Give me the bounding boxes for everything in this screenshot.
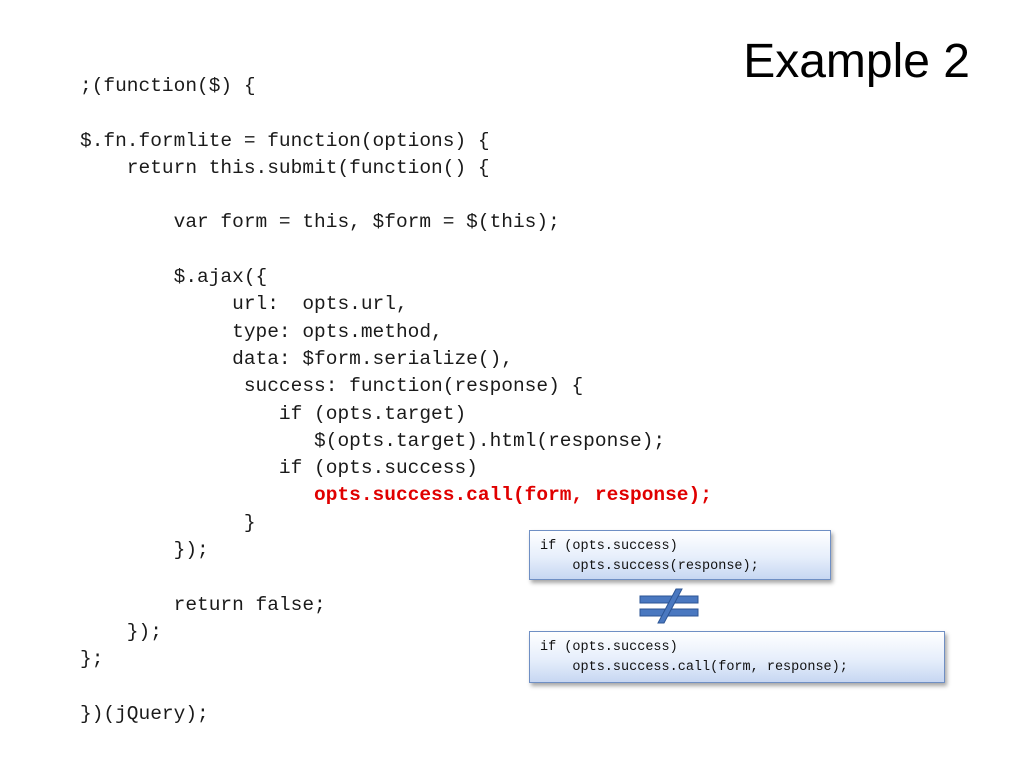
- code-line: $(opts.target).html(response);: [80, 429, 666, 452]
- code-line-highlighted: opts.success.call(form, response);: [80, 484, 712, 507]
- callout-before-line-1: if (opts.success): [540, 539, 678, 554]
- code-line: [80, 100, 712, 127]
- code-line: ;(function($) {: [80, 75, 256, 97]
- code-block: ;(function($) { $.fn.formlite = function…: [80, 73, 712, 728]
- code-line: var form = this, $form = $(this);: [80, 211, 560, 234]
- code-line: };: [80, 648, 104, 671]
- code-line: return false;: [80, 593, 326, 616]
- code-line: $.ajax({: [80, 266, 268, 289]
- callout-after-line-2: opts.success.call(form, response);: [540, 660, 848, 675]
- code-line: });: [80, 539, 209, 562]
- code-line: })(jQuery);: [80, 702, 209, 725]
- code-line: return this.submit(function() {: [80, 156, 490, 179]
- code-line: [80, 237, 712, 264]
- code-line: });: [80, 620, 162, 643]
- code-line: if (opts.target): [80, 402, 467, 425]
- code-line: data: $form.serialize(),: [80, 347, 513, 370]
- code-line: success: function(response) {: [80, 375, 584, 398]
- code-line: }: [80, 511, 256, 534]
- callout-before-line-2: opts.success(response);: [540, 559, 759, 574]
- code-line: $.fn.formlite = function(options) {: [80, 129, 490, 152]
- callout-after: if (opts.success) opts.success.call(form…: [529, 631, 945, 683]
- callout-after-line-1: if (opts.success): [540, 640, 678, 655]
- code-line: type: opts.method,: [80, 320, 443, 343]
- slide-title: Example 2: [743, 35, 970, 88]
- code-line: if (opts.success): [80, 457, 478, 480]
- callout-before: if (opts.success) opts.success(response)…: [529, 530, 831, 580]
- code-line: [80, 182, 712, 209]
- not-equal-icon: [639, 588, 699, 624]
- code-line: url: opts.url,: [80, 293, 408, 316]
